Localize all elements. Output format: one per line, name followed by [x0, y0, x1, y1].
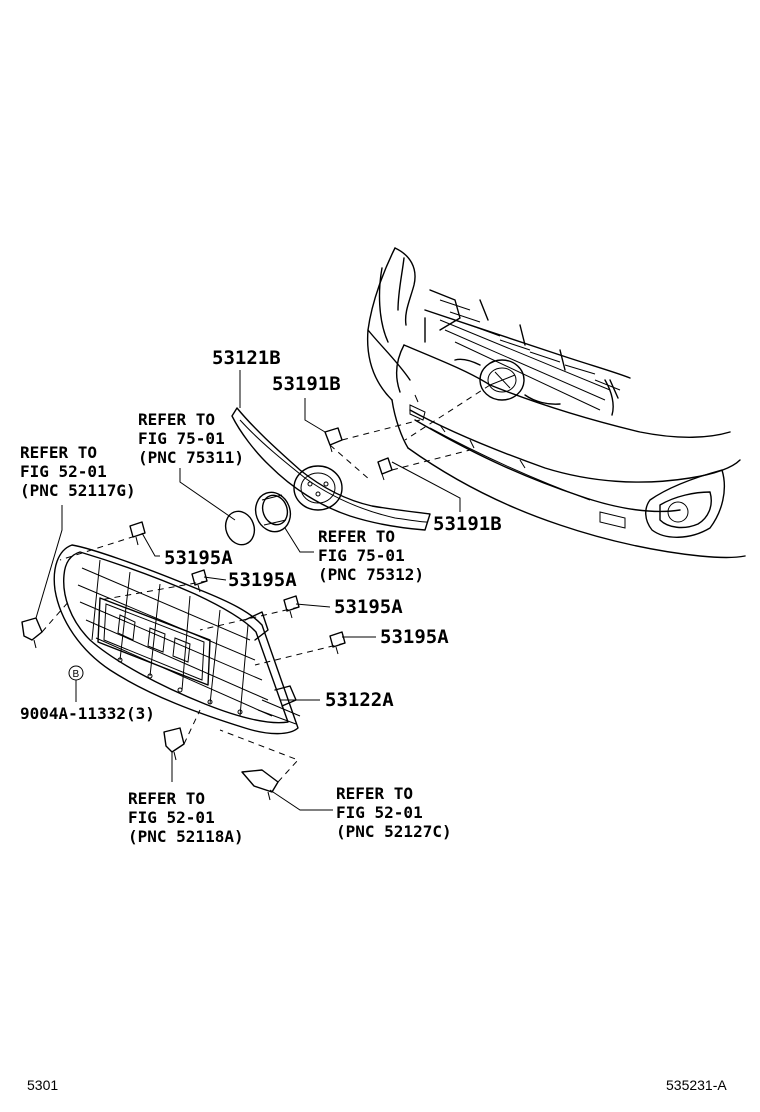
page-code: 5301	[27, 1077, 58, 1093]
part-label-53195A-3: 53195A	[334, 596, 403, 618]
alignment-lines	[41, 384, 491, 783]
front-bumper-drawing	[366, 247, 746, 559]
reference-note-pnc-75311: REFER TO FIG 75-01 (PNC 75311)	[138, 410, 244, 467]
reference-line: FIG 52-01	[128, 808, 215, 827]
part-label-53122A: 53122A	[325, 689, 394, 711]
reference-line: (PNC 75311)	[138, 448, 244, 467]
reference-line: FIG 52-01	[336, 803, 423, 822]
reference-line: FIG 75-01	[138, 429, 225, 448]
lower-grille-drawing	[53, 544, 301, 735]
part-label-53195A-4: 53195A	[380, 626, 449, 648]
reference-line: (PNC 52117G)	[20, 481, 136, 500]
reference-note-pnc-52127C: REFER TO FIG 52-01 (PNC 52127C)	[336, 784, 452, 841]
reference-note-pnc-52117G: REFER TO FIG 52-01 (PNC 52117G)	[20, 443, 136, 500]
part-label-53195A-1: 53195A	[164, 547, 233, 569]
part-label-53121B: 53121B	[212, 347, 281, 369]
callout-symbol: B	[68, 665, 84, 681]
reference-line: (PNC 52118A)	[128, 827, 244, 846]
emblem-parts-drawing	[224, 491, 292, 546]
part-label-53195A-2: 53195A	[228, 569, 297, 591]
reference-note-pnc-75312: REFER TO FIG 75-01 (PNC 75312)	[318, 527, 424, 584]
part-label-9004A-11332: 9004A-11332(3)	[20, 704, 155, 723]
drawing-id: 535231-A	[666, 1077, 727, 1093]
reference-line: REFER TO	[20, 443, 97, 462]
reference-line: FIG 52-01	[20, 462, 107, 481]
callout-symbol-letter: B	[73, 669, 80, 680]
reference-line: (PNC 75312)	[318, 565, 424, 584]
reference-line: (PNC 52127C)	[336, 822, 452, 841]
reference-line: REFER TO	[318, 527, 395, 546]
reference-line: REFER TO	[138, 410, 215, 429]
upper-grille-drawing	[231, 407, 431, 531]
reference-line: FIG 75-01	[318, 546, 405, 565]
reference-line: REFER TO	[128, 789, 205, 808]
reference-note-pnc-52118A: REFER TO FIG 52-01 (PNC 52118A)	[128, 789, 244, 846]
part-label-53191B-right: 53191B	[433, 513, 502, 535]
reference-line: REFER TO	[336, 784, 413, 803]
part-label-53191B-top: 53191B	[272, 373, 341, 395]
leader-lines	[35, 370, 461, 811]
